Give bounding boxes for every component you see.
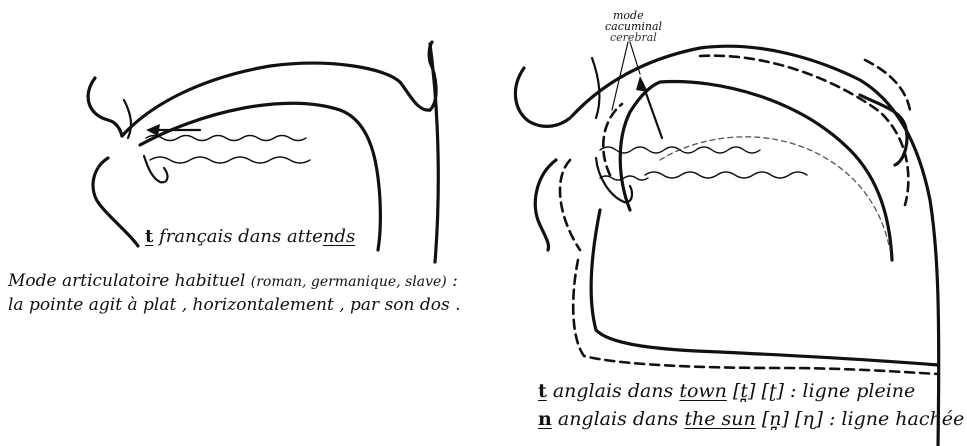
left-caption-text: français dans atte	[153, 226, 323, 247]
legend-1-symbol: t	[538, 380, 547, 402]
legend-2-word: the sun	[684, 408, 755, 430]
right-upper-incisor	[592, 58, 599, 118]
right-arrow-head	[636, 76, 648, 92]
left-pharynx	[430, 44, 438, 262]
left-description-line-1: Mode articulatoire habituel (roman, germ…	[8, 271, 458, 291]
right-jaw-solid	[535, 160, 556, 250]
right-chin-dashed	[573, 260, 938, 374]
legend-1-post: : ligne pleine	[790, 380, 915, 402]
left-caption-underlined: nds	[323, 226, 355, 247]
left-lower-lip	[93, 158, 138, 246]
right-velum	[860, 95, 907, 165]
right-jaw-dashed	[560, 160, 580, 250]
left-caption: t français dans attends	[145, 226, 355, 247]
legend-2-symbol: n	[538, 408, 552, 430]
left-description-line-2: la pointe agit à plat , horizontalement …	[8, 295, 461, 315]
legend-1-ipa: [t̪] [ʈ]	[727, 380, 790, 402]
legend-1-word: town	[679, 380, 727, 402]
right-palate-dashed	[700, 56, 908, 205]
left-upper-lip	[88, 78, 122, 136]
legend-line-dashed: n anglais dans the sun [n̪] [ɳ] : ligne …	[538, 408, 964, 430]
left-arrow-head	[146, 124, 160, 136]
right-tongue-solid	[620, 82, 892, 260]
right-tongue-texture-1	[600, 147, 760, 153]
left-lower-incisor	[144, 156, 167, 182]
legend-2-ipa: [n̪] [ɳ]	[756, 408, 829, 430]
legend-1-pre: anglais dans	[547, 380, 680, 402]
right-tongue-texture-3	[600, 176, 648, 180]
left-tongue-texture-1	[146, 136, 306, 141]
left-description-paren: (roman, germanique, slave)	[251, 274, 447, 290]
legend-2-pre: anglais dans	[552, 408, 685, 430]
left-description-end: :	[447, 271, 458, 291]
right-tongue-texture-2	[645, 172, 807, 178]
mode-label-cerebral: cerebral	[610, 32, 657, 43]
left-tongue-texture-2	[150, 157, 310, 163]
left-palate	[122, 63, 430, 136]
legend-line-solid: t anglais dans town [t̪] [ʈ] : ligne ple…	[538, 380, 915, 402]
right-upper-lip	[515, 68, 570, 126]
legend-2-post: : ligne hachée	[829, 408, 964, 430]
left-description-main: Mode articulatoire habituel	[8, 271, 251, 291]
